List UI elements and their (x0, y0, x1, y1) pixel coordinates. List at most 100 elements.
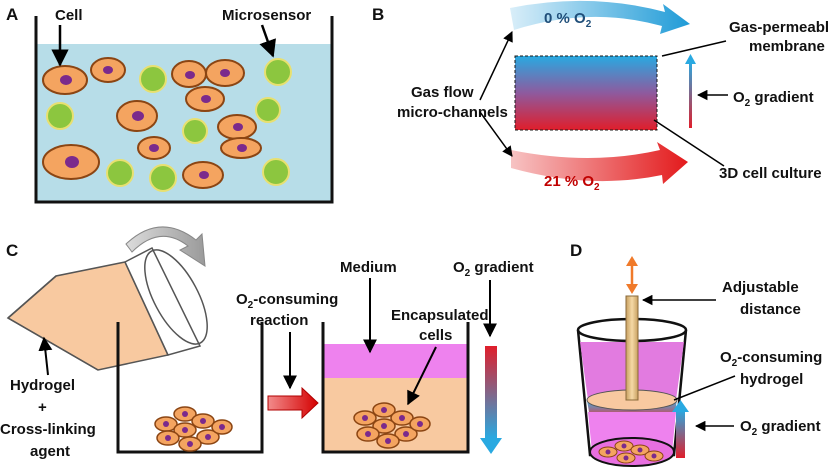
adjust-label-1: Adjustable (722, 279, 799, 296)
d-gradient-bar (676, 410, 685, 458)
cell-label: Cell (55, 7, 83, 24)
d-hydrogel-label-2: hydrogel (740, 371, 803, 388)
panel-b: B 0 % O2 21 % O2 Gas-permeable membrane … (372, 0, 829, 193)
membrane-pointer (661, 40, 727, 57)
top-o2-label: 0 % O2 (544, 10, 592, 30)
cylinder-device (576, 295, 688, 467)
cell (185, 86, 225, 112)
culture-well (34, 16, 334, 204)
microsensor (46, 102, 74, 130)
d-gradient-bar-tip (672, 400, 689, 412)
c-gradient-bar (485, 346, 497, 438)
panel-a-letter: A (6, 5, 18, 24)
bottom-gas-arrow (511, 142, 688, 184)
cell (178, 436, 202, 452)
adjust-arrow-down (626, 284, 638, 294)
cell (356, 426, 380, 442)
panel-a: A Cell Microsensor (6, 5, 334, 204)
tube-mouth (144, 249, 208, 345)
cell (196, 429, 220, 445)
cell (156, 430, 180, 446)
cell (116, 100, 158, 132)
microsensor (139, 65, 167, 93)
encaps-pointer (407, 346, 437, 406)
d-piston (625, 295, 639, 401)
cell (394, 426, 418, 442)
well-c2 (321, 322, 470, 454)
panel-b-letter: B (372, 5, 384, 24)
cell (173, 406, 197, 422)
d-gradient-label: O2 gradient (740, 418, 821, 438)
cell (137, 136, 171, 160)
panel-d: D Adjustable distance O2-cons (570, 241, 822, 467)
microsensors (46, 58, 292, 192)
cells-d (598, 440, 664, 464)
cells-a (42, 57, 262, 189)
reaction-label-1: O2-consuming (236, 291, 338, 311)
microsensor (106, 159, 134, 187)
cell (42, 144, 100, 180)
microsensor (264, 58, 292, 86)
cell (630, 444, 650, 456)
microsensor (255, 97, 281, 123)
channels-label-2: micro-channels (397, 104, 508, 121)
culture-label: 3D cell culture (719, 165, 822, 182)
panel-d-letter: D (570, 241, 582, 260)
d-hydrogel-pointer (673, 375, 736, 401)
hydrogel-pointer (38, 336, 53, 376)
microsensor-pointer (259, 24, 276, 58)
microsensor (262, 158, 290, 186)
cell (90, 57, 126, 83)
encaps-label-2: cells (419, 327, 452, 344)
cell (390, 410, 414, 426)
cell (644, 450, 664, 462)
medium-label: Medium (340, 259, 397, 276)
cell (182, 161, 224, 189)
d-hydrogel-label-1: O2-consuming (720, 349, 822, 369)
panel-c: C Hydrogel + Cross-linking agent O2 (0, 226, 534, 460)
adjust-arrow-up (626, 256, 638, 266)
cells-c1 (154, 406, 233, 452)
c-gradient-label: O2 gradient (453, 259, 534, 279)
cell (191, 413, 215, 429)
cell (211, 419, 233, 435)
cell (173, 422, 197, 438)
channels-pointer-bottom (479, 111, 513, 157)
cell-culture-box (514, 55, 658, 131)
cell (217, 114, 257, 140)
cells-c2 (353, 402, 431, 449)
microsensor (149, 164, 177, 192)
crosslink-label-1: Cross-linking (0, 421, 96, 438)
membrane-label-2: membrane (749, 38, 825, 55)
membrane-label-1: Gas-permeable (729, 19, 829, 36)
cell (376, 433, 400, 449)
cell (42, 65, 88, 95)
b-gradient-bar (689, 62, 692, 128)
hydrogel-label: Hydrogel (10, 377, 75, 394)
reaction-label-2: reaction (250, 312, 308, 329)
cell (171, 60, 207, 88)
medium-layer (323, 344, 468, 378)
bottom-o2-label: 21 % O2 (544, 173, 600, 193)
cell (205, 59, 245, 87)
panel-c-letter: C (6, 241, 18, 260)
crosslink-label-2: agent (30, 443, 70, 460)
cell (372, 402, 396, 418)
plus-label: + (38, 399, 47, 416)
top-gas-arrow (510, 0, 690, 34)
b-gradient-label: O2 gradient (733, 89, 814, 109)
cell (353, 410, 377, 426)
cell (372, 418, 396, 434)
microsensor (182, 118, 208, 144)
cell (614, 440, 634, 452)
c-gradient-bar-tip (480, 438, 502, 454)
pour-arrow (125, 226, 206, 267)
cell (598, 446, 618, 458)
channels-pointer-top (479, 31, 513, 101)
well-c1 (116, 322, 264, 454)
channels-label-1: Gas flow (411, 84, 474, 101)
cell (409, 416, 431, 432)
cell (220, 137, 262, 159)
adjust-label-2: distance (740, 301, 801, 318)
